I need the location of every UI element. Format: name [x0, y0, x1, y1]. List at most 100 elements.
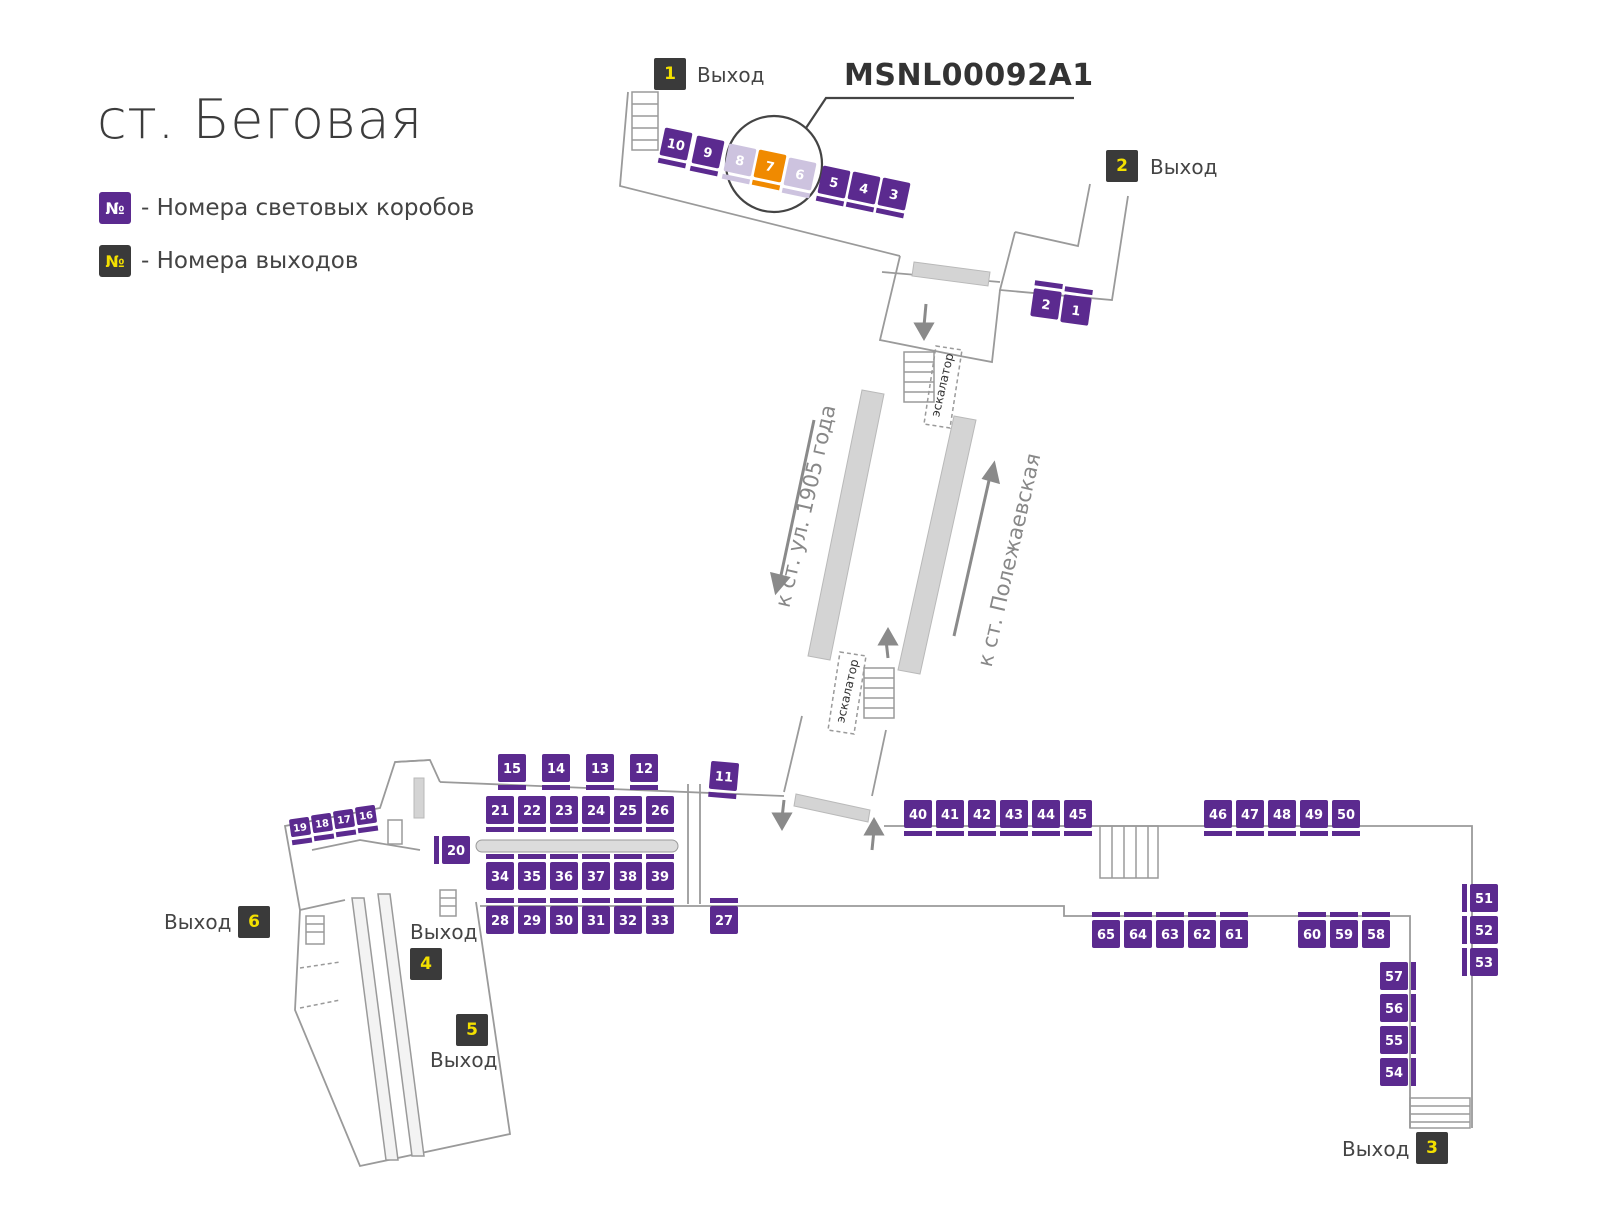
lightbox-bar — [1204, 831, 1232, 836]
lightbox-tile — [1064, 800, 1092, 828]
lightbox-bar — [1064, 831, 1092, 836]
lightbox-number: 44 — [1037, 808, 1055, 823]
legend-lightbox: № - Номера световых коробов — [99, 192, 474, 224]
lightbox-tile — [582, 796, 610, 824]
lightbox-tile — [723, 143, 757, 177]
lightbox-tile — [1380, 994, 1408, 1022]
lightbox-42: 42 — [968, 800, 996, 836]
exit-5-label: Выход — [430, 1048, 498, 1072]
escalators-left — [351, 893, 425, 1161]
lightbox-number: 56 — [1385, 1002, 1403, 1017]
legend-lightbox-swatch: № — [99, 192, 131, 224]
lightbox-tile — [817, 165, 851, 199]
lightbox-number: 28 — [491, 914, 509, 929]
lightbox-tile — [550, 796, 578, 824]
lightbox-number: 47 — [1241, 808, 1259, 823]
lightbox-tile — [1268, 800, 1296, 828]
lightbox-tile — [1300, 800, 1328, 828]
exit-2-label: Выход — [1150, 155, 1218, 179]
lightbox-bar — [875, 207, 905, 219]
lightbox-tile — [904, 800, 932, 828]
lightbox-number: 63 — [1161, 928, 1179, 943]
lightbox-tile — [486, 906, 514, 934]
lightbox-number: 18 — [315, 818, 330, 831]
lightbox-tile — [847, 171, 881, 205]
lightbox-number: 54 — [1385, 1066, 1403, 1081]
lightbox-bar — [1000, 831, 1028, 836]
lightbox-number: 65 — [1097, 928, 1115, 943]
lightbox-tile — [498, 754, 526, 782]
lightbox-65: 65 — [1092, 912, 1120, 948]
lightbox-number: 10 — [665, 136, 686, 154]
lightbox-number: 9 — [702, 145, 714, 162]
lightbox-5: 5 — [815, 165, 851, 207]
exit-5-badge: 5 — [456, 1014, 488, 1046]
lightbox-number: 59 — [1335, 928, 1353, 943]
lightbox-number: 53 — [1475, 956, 1493, 971]
lightbox-tile — [1470, 916, 1498, 944]
lightbox-bar — [1124, 912, 1152, 917]
lightbox-tile — [1470, 948, 1498, 976]
lightbox-bar — [815, 195, 845, 207]
lightbox-number: 3 — [888, 187, 900, 204]
lightbox-55: 55 — [1380, 1026, 1416, 1054]
lightbox-tile — [1220, 920, 1248, 948]
lightbox-bar — [1092, 912, 1120, 917]
lightbox-bar — [434, 836, 439, 864]
lightbox-7: 7 — [751, 149, 787, 191]
lightbox-bar — [1332, 831, 1360, 836]
lightbox-2: 2 — [1030, 280, 1063, 320]
lightbox-28: 28 — [486, 898, 514, 934]
lightbox-bar — [586, 785, 614, 790]
lightbox-tile — [550, 906, 578, 934]
lightbox-bar — [518, 898, 546, 903]
lightbox-tile — [542, 754, 570, 782]
lightbox-bar — [1462, 916, 1467, 944]
lightbox-number: 27 — [715, 914, 733, 929]
lightbox-58: 58 — [1362, 912, 1390, 948]
lightbox-tile — [1362, 920, 1390, 948]
lightbox-number: 14 — [547, 762, 565, 777]
lightbox-number: 8 — [734, 153, 746, 170]
lightbox-bar — [646, 854, 674, 859]
lightbox-number: 11 — [714, 769, 733, 786]
lightbox-bar — [1032, 831, 1060, 836]
lightbox-35: 35 — [518, 854, 546, 890]
lightbox-number: 64 — [1129, 928, 1147, 943]
lightbox-50: 50 — [1332, 800, 1360, 836]
lightbox-18: 18 — [311, 812, 335, 842]
lightbox-37: 37 — [582, 854, 610, 890]
station-title: ст. Беговая — [97, 88, 423, 151]
lightbox-number: 41 — [941, 808, 959, 823]
legend-exit: № - Номера выходов — [99, 245, 358, 277]
platforms — [413, 261, 991, 853]
lightbox-tile — [1380, 1058, 1408, 1086]
station-walls — [283, 91, 1473, 1168]
lightbox-number: 23 — [555, 804, 573, 819]
lightbox-bar — [1188, 912, 1216, 917]
lightbox-tile — [646, 906, 674, 934]
exit-2-badge: 2 — [1106, 150, 1138, 182]
lightbox-1: 1 — [1060, 286, 1093, 326]
lightbox-bar — [781, 187, 811, 199]
lightbox-32: 32 — [614, 898, 642, 934]
lightbox-tile — [936, 800, 964, 828]
lightbox-bar — [1298, 912, 1326, 917]
lightbox-tile — [1000, 800, 1028, 828]
lightbox-45: 45 — [1064, 800, 1092, 836]
lightbox-bar — [614, 854, 642, 859]
lightbox-bar — [486, 827, 514, 832]
lightbox-number: 50 — [1337, 808, 1355, 823]
lightbox-number: 38 — [619, 870, 637, 885]
lightbox-number: 16 — [359, 810, 374, 823]
lightbox-number: 26 — [651, 804, 669, 819]
lightbox-bar — [498, 785, 526, 790]
lightbox-16: 16 — [355, 804, 379, 834]
lightbox-bar — [1330, 912, 1358, 917]
lightbox-bar — [1462, 948, 1467, 976]
lightbox-bar — [357, 825, 379, 834]
lightbox-bar — [518, 827, 546, 832]
lightbox-44: 44 — [1032, 800, 1060, 836]
lightbox-bar — [1034, 280, 1063, 290]
